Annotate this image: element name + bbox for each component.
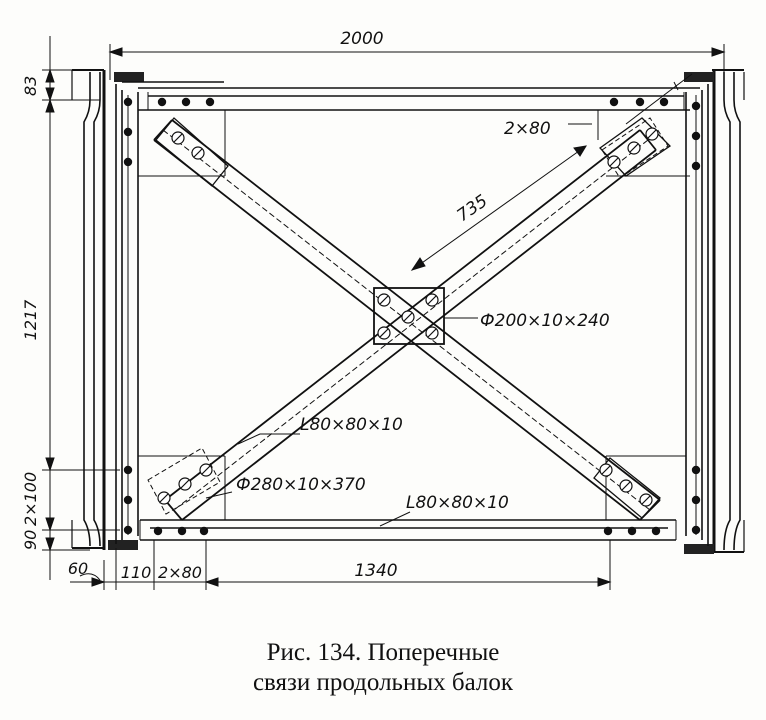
dim-bolt-spacing-horiz: 2×80 [158, 563, 202, 582]
dim-diagonal-length: 735 [453, 191, 491, 226]
inner-frame [115, 84, 709, 546]
top-transverse-angle [122, 81, 700, 111]
dim-height: 1217 [21, 299, 40, 341]
dim-top-offset: 83 [21, 76, 40, 96]
corner-regions [138, 110, 690, 520]
rivets [123, 97, 701, 536]
bottom-transverse-angle [139, 519, 677, 541]
right-longitudinal-beam [684, 69, 745, 554]
center-plate [373, 287, 445, 345]
dim-overall-width: 2000 [340, 29, 383, 49]
label-center-plate: Ф200×10×240 [480, 311, 610, 331]
bolt-holes [157, 127, 659, 507]
label-corner-plate: Ф280×10×370 [236, 475, 366, 495]
caption-line-2: связи продольных балок [252, 669, 514, 696]
figure-caption: Рис. 134. Поперечные связи продольных ба… [0, 638, 766, 698]
left-longitudinal-beam [71, 69, 144, 550]
dimension-lines [42, 36, 726, 590]
label-angle-bottom: L80×80×10 [406, 493, 509, 513]
caption-line-1: Рис. 134. Поперечные [266, 639, 500, 666]
dim-bottom-span: 1340 [354, 561, 397, 581]
dim-edge-distance: 110 [121, 563, 152, 582]
dim-bolt-spacing-diag: 2×80 [504, 119, 551, 139]
dim-bottom-offset: 90 [21, 530, 40, 550]
dim-left-offset: 60 [68, 559, 88, 578]
label-angle-diagonal: L80×80×10 [300, 415, 403, 435]
dim-bolt-spacing-vert: 2×100 [21, 472, 40, 526]
